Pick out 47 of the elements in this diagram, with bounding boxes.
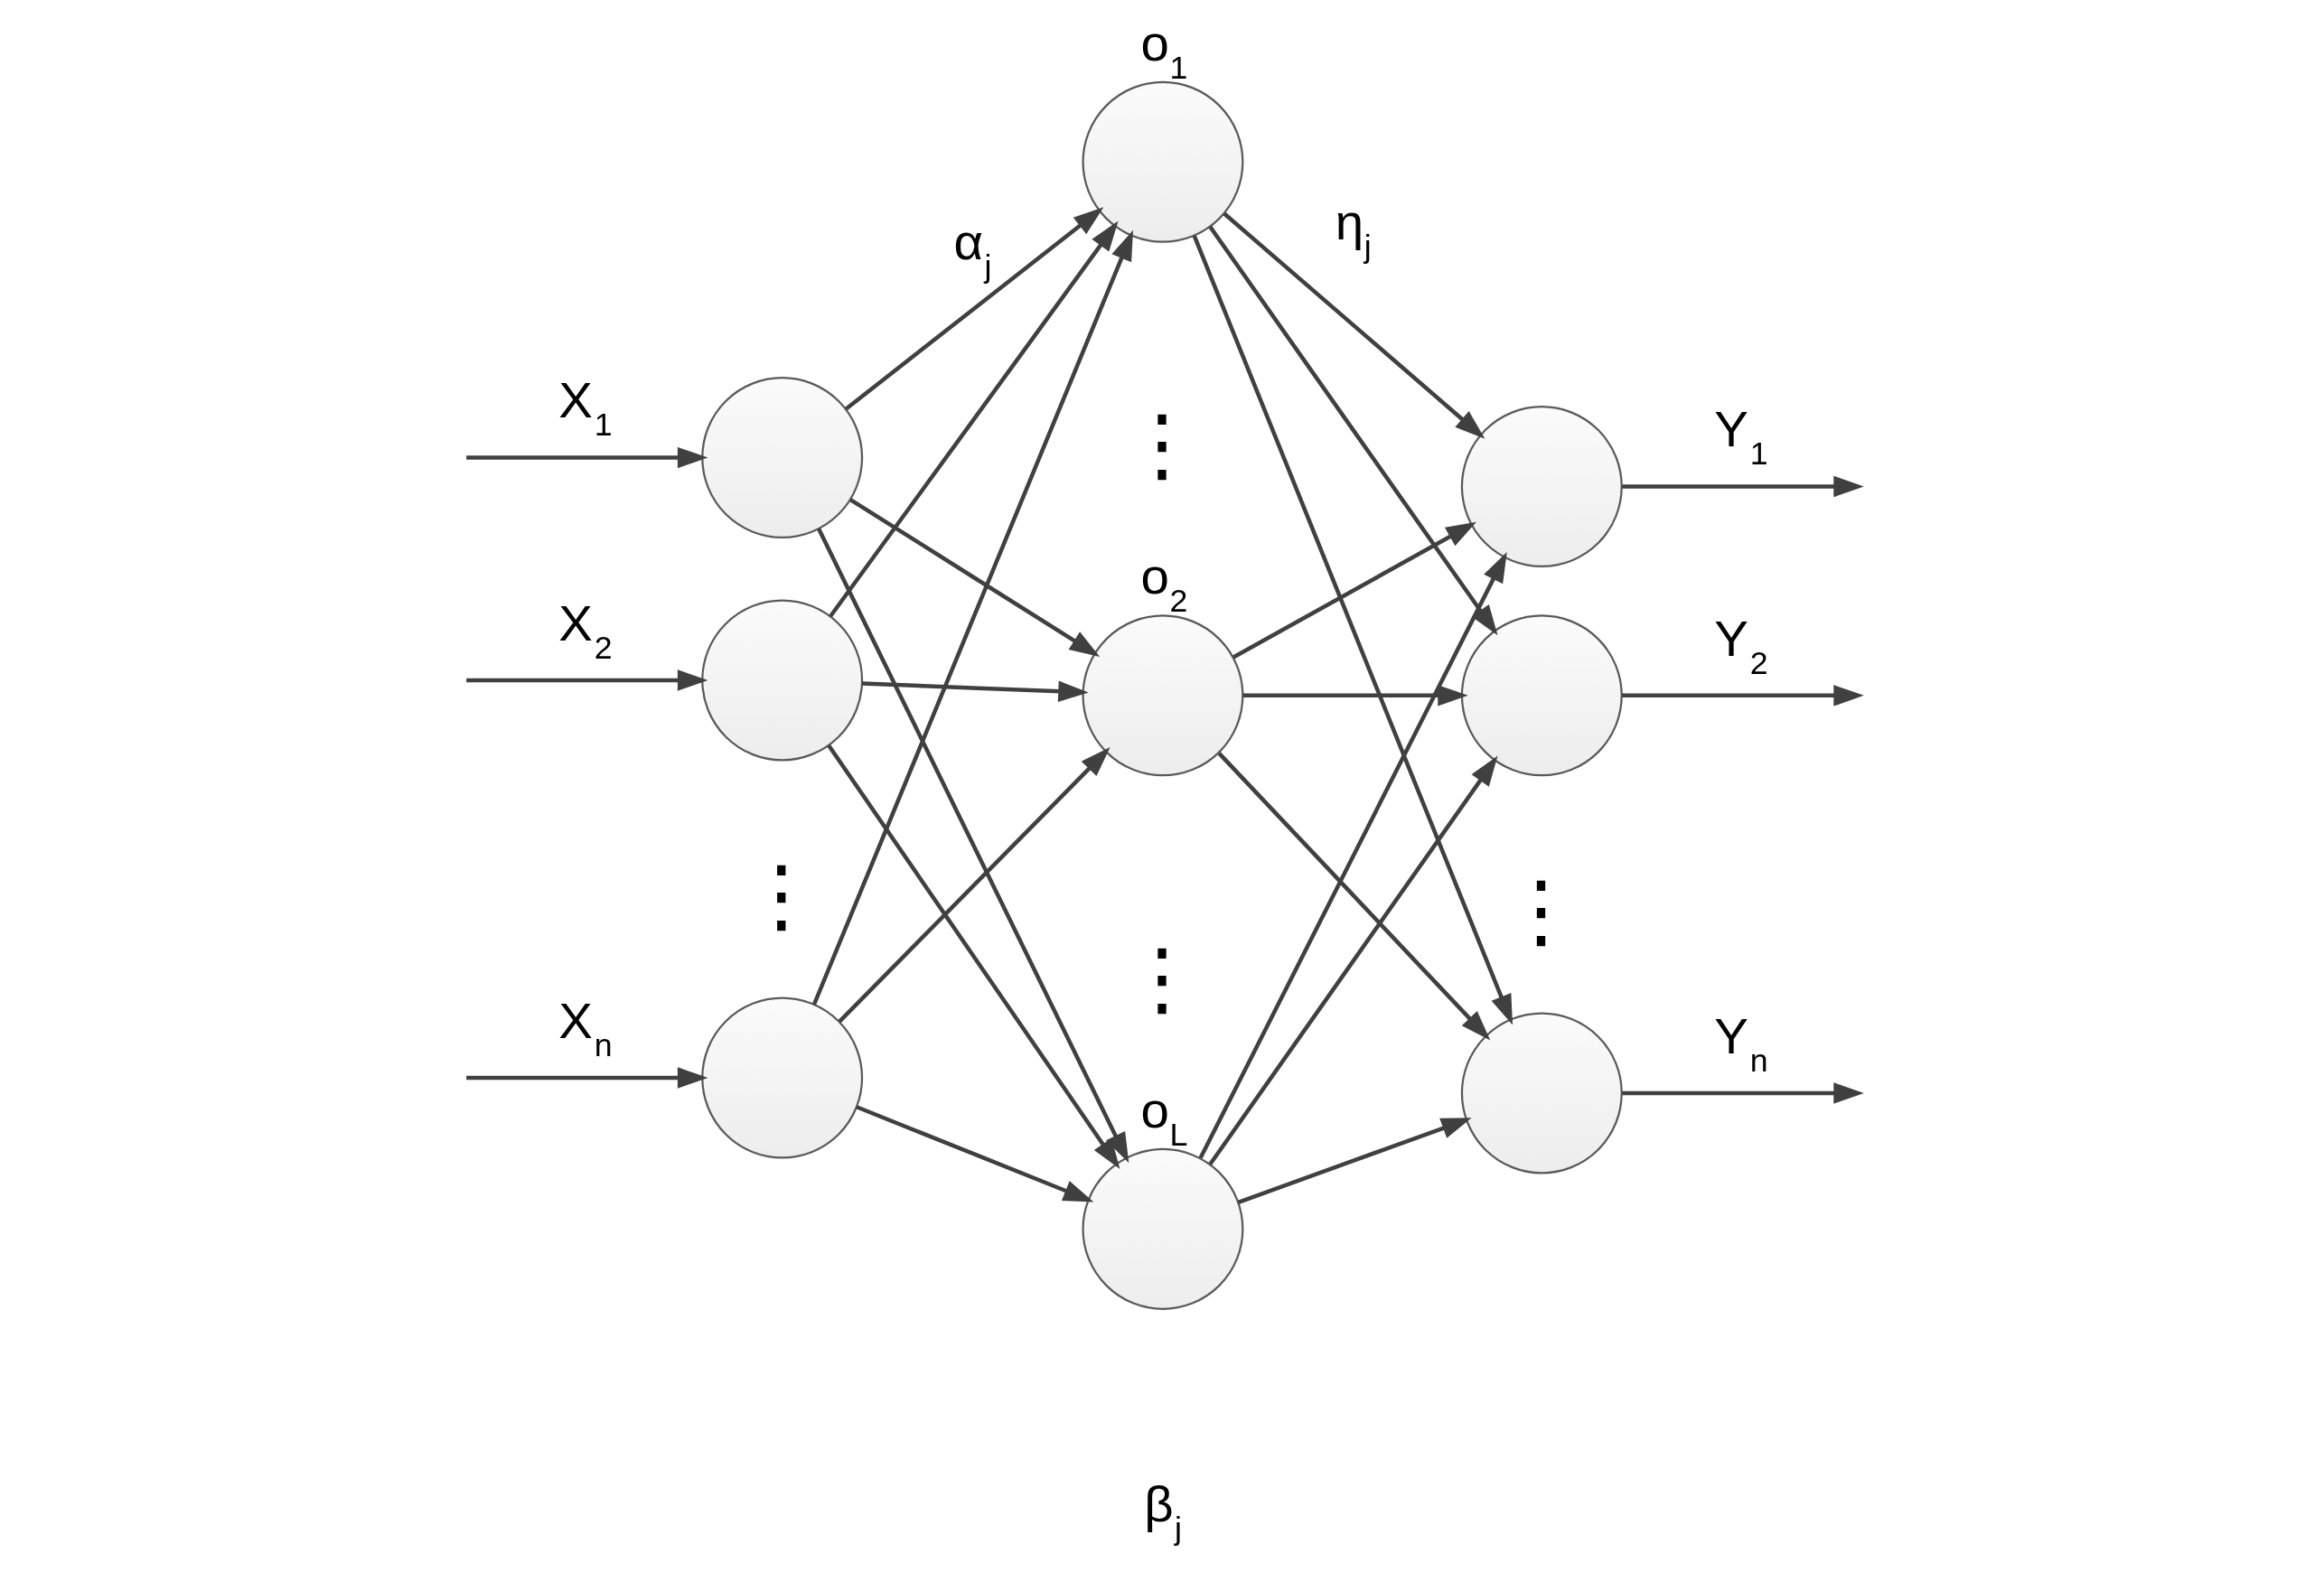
node-circle — [1082, 1147, 1244, 1310]
node-circle — [701, 997, 864, 1159]
edge-label: Y$_{1}$ — [1714, 400, 1768, 473]
arrow — [827, 744, 1120, 1170]
node-circle — [1082, 80, 1244, 243]
node-label: o$_{L}$ — [1140, 1081, 1188, 1153]
edge-label: X$_{1}$ — [558, 371, 613, 444]
edge-label: Y$_{n}$ — [1714, 1006, 1768, 1079]
arrow — [1208, 225, 1498, 636]
edge-label: α$_{j}$ — [953, 213, 992, 285]
arrow — [811, 229, 1134, 1006]
arrow — [1208, 755, 1498, 1165]
node-circle — [701, 377, 864, 539]
node-circle — [1460, 406, 1623, 568]
arrow — [1622, 685, 1864, 706]
arrow — [1223, 211, 1485, 439]
arrow — [845, 207, 1104, 411]
label: ⋮ — [740, 847, 822, 942]
arrow — [1232, 521, 1476, 660]
label: ⋮ — [1120, 397, 1204, 492]
arrow — [1217, 752, 1491, 1041]
node-circle — [1460, 614, 1623, 777]
edge-label: Y$_{2}$ — [1714, 609, 1768, 681]
arrow — [856, 1105, 1094, 1202]
arrow — [1622, 1082, 1864, 1104]
edge-label: η$_{j}$ — [1335, 192, 1372, 265]
arrow — [466, 1067, 708, 1089]
label: ⋮ — [1500, 862, 1582, 958]
arrow — [829, 220, 1119, 618]
label: ⋮ — [1120, 930, 1204, 1025]
arrow — [817, 528, 1129, 1164]
arrow — [466, 446, 708, 469]
arrow — [1242, 685, 1468, 706]
arrow — [849, 498, 1101, 658]
arrow — [1192, 235, 1513, 1025]
arrow — [1237, 1118, 1472, 1204]
arrow — [838, 747, 1110, 1024]
node-label: o$_{1}$ — [1140, 14, 1188, 86]
arrow — [861, 680, 1089, 702]
node-label: o$_{2}$ — [1140, 547, 1188, 620]
arrow — [466, 669, 708, 691]
node-label: β$_{j}$ — [1144, 1474, 1183, 1547]
edge-label: X$_{n}$ — [558, 991, 613, 1063]
arrow — [1198, 552, 1507, 1159]
node-circle — [701, 599, 864, 762]
edge-label: X$_{2}$ — [558, 594, 613, 666]
arrow — [1622, 475, 1864, 498]
